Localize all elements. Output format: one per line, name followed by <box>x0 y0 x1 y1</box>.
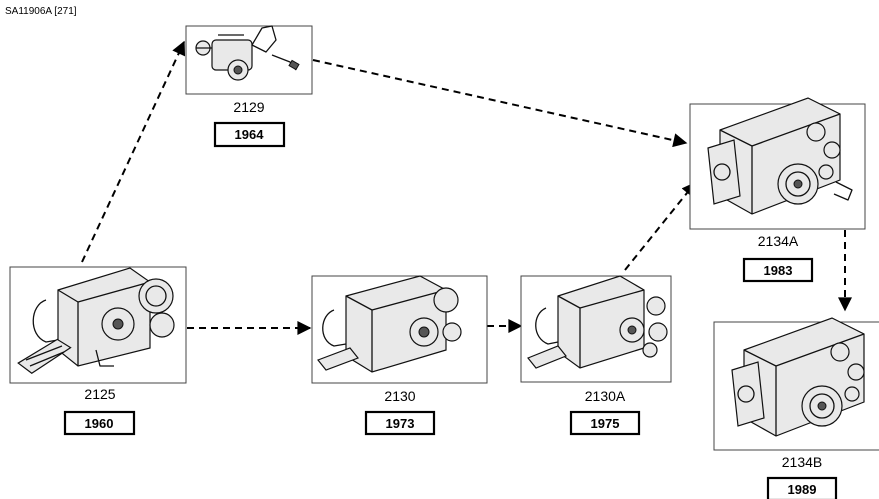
arrow-2129-to-2134a <box>313 60 686 143</box>
unit-2125-year: 1960 <box>85 416 114 431</box>
unit-2129-year: 1964 <box>235 127 265 142</box>
unit-2130a-year: 1975 <box>591 416 620 431</box>
arrow-2130a-to-2134a <box>625 183 695 270</box>
unit-2134b-model: 2134B <box>782 454 822 470</box>
unit-2134b: 2134B 1989 <box>714 318 879 499</box>
unit-2134a: 2134A 1983 <box>690 98 865 281</box>
unit-2134a-year: 1983 <box>764 263 793 278</box>
unit-2129-model: 2129 <box>233 99 264 115</box>
unit-2130-model: 2130 <box>384 388 415 404</box>
unit-2125-model: 2125 <box>84 386 115 402</box>
unit-2125: 2125 1960 <box>10 267 186 434</box>
unit-2130a-model: 2130A <box>585 388 626 404</box>
unit-2134a-model: 2134A <box>758 233 799 249</box>
unit-2130: 2130 1973 <box>312 276 487 434</box>
unit-2134b-year: 1989 <box>788 482 817 497</box>
arrow-2125-to-2129 <box>82 42 184 262</box>
unit-2130a: 2130A 1975 <box>521 276 671 434</box>
unit-2129: 2129 1964 <box>186 26 312 146</box>
unit-2130-year: 1973 <box>386 416 415 431</box>
